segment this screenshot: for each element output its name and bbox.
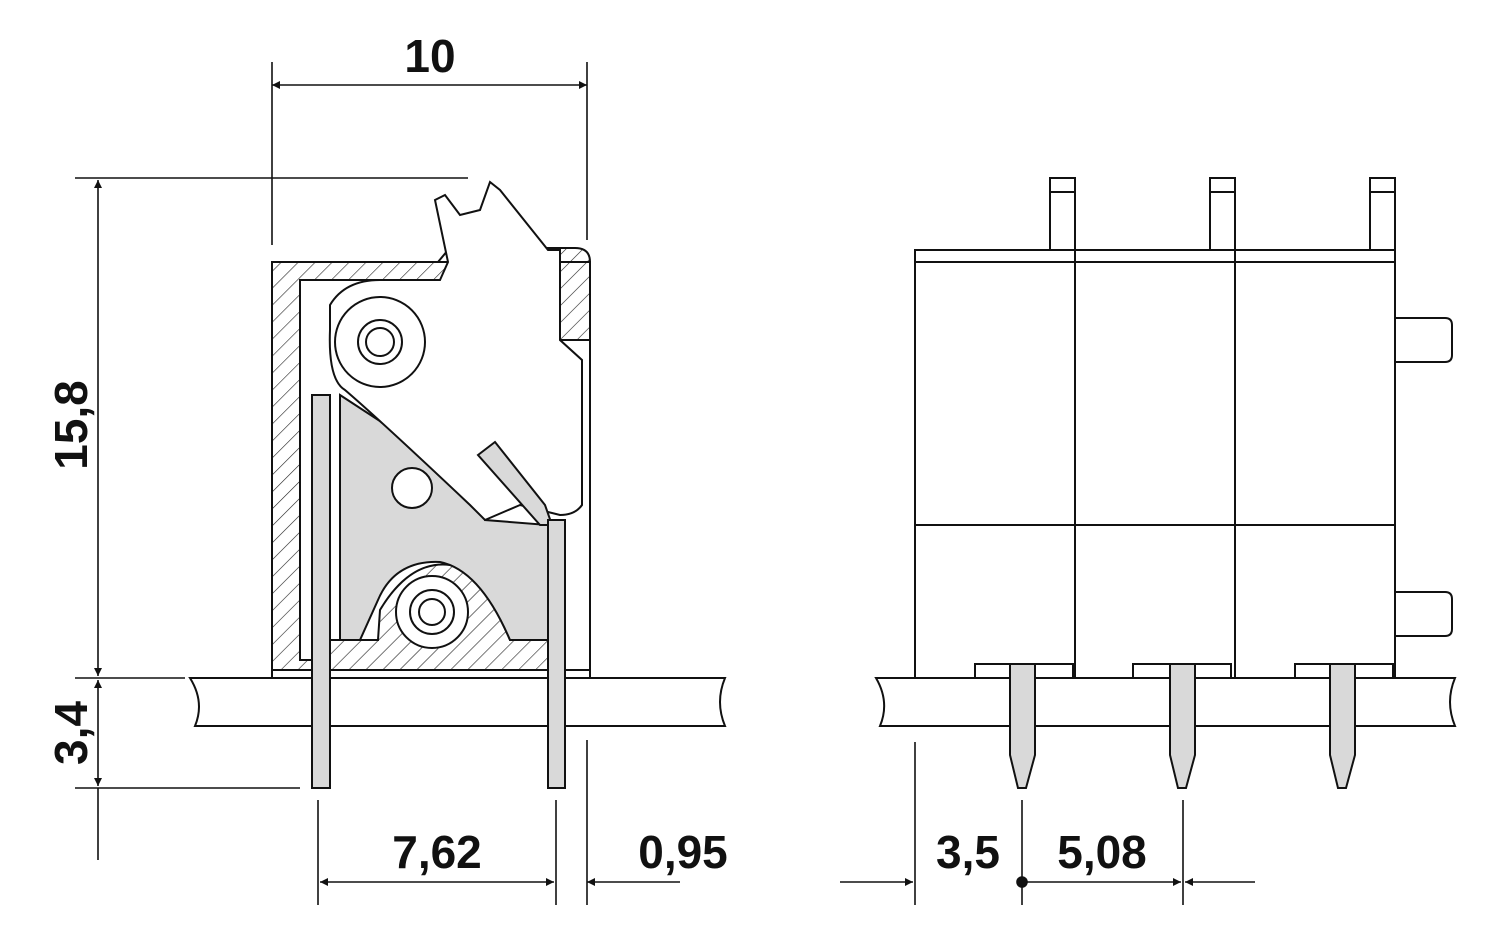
side-peg-bottom xyxy=(1394,591,1453,637)
side-view xyxy=(188,180,727,789)
eyelet-top-inner xyxy=(365,327,395,357)
front-view xyxy=(874,177,1457,789)
lever-tab-2 xyxy=(1209,177,1236,251)
front-pin-3 xyxy=(1329,663,1356,789)
clamp-leaf xyxy=(476,440,554,526)
dim-height-15-8: 15,8 xyxy=(45,380,97,470)
eyelet-bottom-inner xyxy=(418,598,446,626)
dim-pitch-5-08: 5,08 xyxy=(1057,826,1147,878)
side-dimensions xyxy=(75,62,680,905)
dim-thickness-0-95: 0,95 xyxy=(638,826,728,878)
front-dimensions xyxy=(840,742,1255,905)
clamp-spring-region xyxy=(339,393,549,641)
dim-offset-3-5: 3,5 xyxy=(936,826,1000,878)
front-pin-2 xyxy=(1169,663,1196,789)
housing-front xyxy=(914,249,1396,679)
pin-right xyxy=(547,519,566,789)
dim-pitch-7-62: 7,62 xyxy=(392,826,482,878)
housing-outline xyxy=(271,261,591,679)
eyelet-middle xyxy=(391,467,433,509)
pin-left xyxy=(311,394,331,789)
lever-tab-3 xyxy=(1369,177,1396,251)
side-peg-top xyxy=(1394,317,1453,363)
pcb-board-side xyxy=(188,677,727,727)
pcb-board-front xyxy=(874,677,1457,727)
dim-pin-3-4: 3,4 xyxy=(45,701,97,765)
dim-width-10: 10 xyxy=(404,30,455,82)
lever-tab-1 xyxy=(1049,177,1076,251)
actuator-lever xyxy=(328,180,583,522)
front-pin-1 xyxy=(1009,663,1036,789)
